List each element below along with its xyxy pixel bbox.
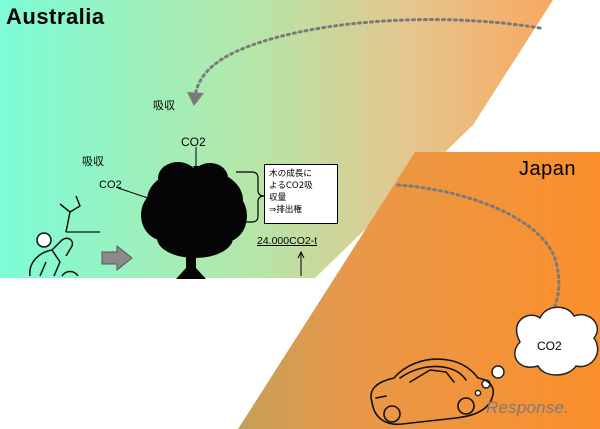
australia-label: Australia	[6, 4, 105, 29]
co2-label-top: CO2	[181, 135, 206, 149]
cloud-co2-label: CO2	[537, 339, 562, 353]
japan-region	[238, 152, 600, 429]
absorb-arrow-left	[117, 187, 149, 199]
car-icon	[370, 358, 494, 426]
absorption-label-top: 吸収	[153, 99, 175, 112]
co2-transfer-curve	[193, 18, 542, 98]
credit-amount: 24.000CO2-t	[257, 235, 318, 247]
note-line: 木の成長に	[269, 169, 312, 179]
japan-label: Japan	[519, 158, 576, 180]
tree-icon	[141, 162, 247, 279]
note-line: ⇒排出権	[269, 205, 302, 215]
planting-arrow-icon	[101, 244, 133, 272]
credit-arrow-head-icon	[297, 250, 305, 259]
curve-arrowhead-icon	[187, 92, 204, 106]
absorption-label-left: 吸収	[82, 155, 104, 168]
note-line: よるCO2吸	[269, 181, 313, 191]
watermark: Response.	[486, 398, 570, 417]
emission-credit-note: 木の成長に よるCO2吸 収量 ⇒排出権	[264, 164, 338, 224]
australia-region	[0, 0, 553, 278]
emission-curve	[396, 183, 561, 314]
thought-bubble-icon	[474, 306, 599, 397]
planter-person-icon	[29, 195, 100, 277]
co2-label-left: CO2	[99, 179, 122, 191]
note-line: 収量	[269, 193, 287, 203]
